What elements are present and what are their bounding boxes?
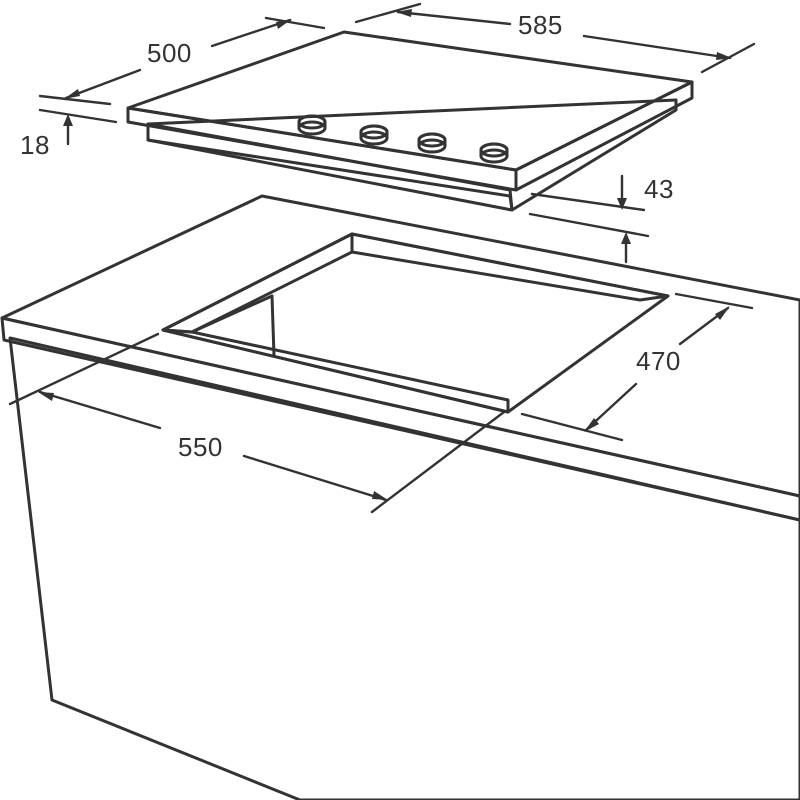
arrowhead bbox=[64, 89, 80, 99]
arrowhead bbox=[396, 9, 412, 17]
dimension-label-585: 585 bbox=[518, 10, 563, 40]
gas-hob bbox=[126, 30, 694, 212]
arrowhead bbox=[276, 19, 292, 29]
dimension-hob-width: 585 bbox=[354, 2, 756, 74]
dimension-hob-height: 43 bbox=[528, 174, 674, 264]
dimension-line bbox=[582, 34, 732, 60]
extension-line bbox=[520, 412, 624, 442]
arrowhead bbox=[715, 306, 730, 320]
control-knob-4 bbox=[479, 142, 509, 164]
dimension-label-43: 43 bbox=[644, 174, 674, 204]
dimension-line bbox=[242, 454, 388, 502]
dimension-line bbox=[396, 10, 512, 26]
dimension-line bbox=[38, 390, 162, 430]
cutout-corner-line bbox=[190, 294, 274, 334]
control-knob-3 bbox=[417, 132, 447, 154]
extension-line bbox=[354, 2, 422, 24]
extension-line bbox=[264, 16, 326, 30]
dimension-hob-depth: 500 bbox=[38, 16, 326, 106]
cutout-front-wall bbox=[161, 328, 510, 414]
countertop-cutout bbox=[161, 232, 670, 414]
cutout-corner-vertical bbox=[270, 294, 276, 358]
dimension-label-550: 550 bbox=[178, 432, 223, 462]
cutout-left-wall bbox=[161, 232, 354, 334]
hob-top-right-edge bbox=[514, 80, 694, 192]
dimension-label-500: 500 bbox=[147, 38, 192, 68]
arrowhead bbox=[716, 52, 732, 60]
kitchen-cabinet bbox=[0, 194, 800, 800]
dimension-glass-thickness: 18 bbox=[20, 108, 118, 160]
dimension-cutout-depth: 470 bbox=[520, 292, 754, 442]
extension-line bbox=[370, 410, 506, 514]
extension-line bbox=[38, 108, 118, 124]
extension-line bbox=[530, 192, 646, 212]
control-knob-1 bbox=[297, 114, 327, 136]
extension-line bbox=[528, 212, 650, 238]
control-knob-2 bbox=[359, 124, 389, 146]
dimension-label-470: 470 bbox=[636, 346, 681, 376]
dimension-cutout-width: 550 bbox=[8, 332, 506, 514]
arrowhead bbox=[621, 232, 631, 244]
extension-line bbox=[674, 292, 754, 310]
hob-top-front-edge bbox=[126, 106, 518, 192]
extension-line bbox=[38, 94, 112, 106]
extension-line bbox=[8, 332, 160, 406]
arrowhead bbox=[38, 392, 54, 401]
arrowhead bbox=[63, 114, 73, 126]
arrowhead bbox=[584, 418, 599, 432]
dimension-label-18: 18 bbox=[20, 130, 50, 160]
arrowhead bbox=[372, 491, 388, 500]
arrowhead bbox=[617, 198, 627, 210]
countertop-front-edge bbox=[0, 316, 800, 522]
